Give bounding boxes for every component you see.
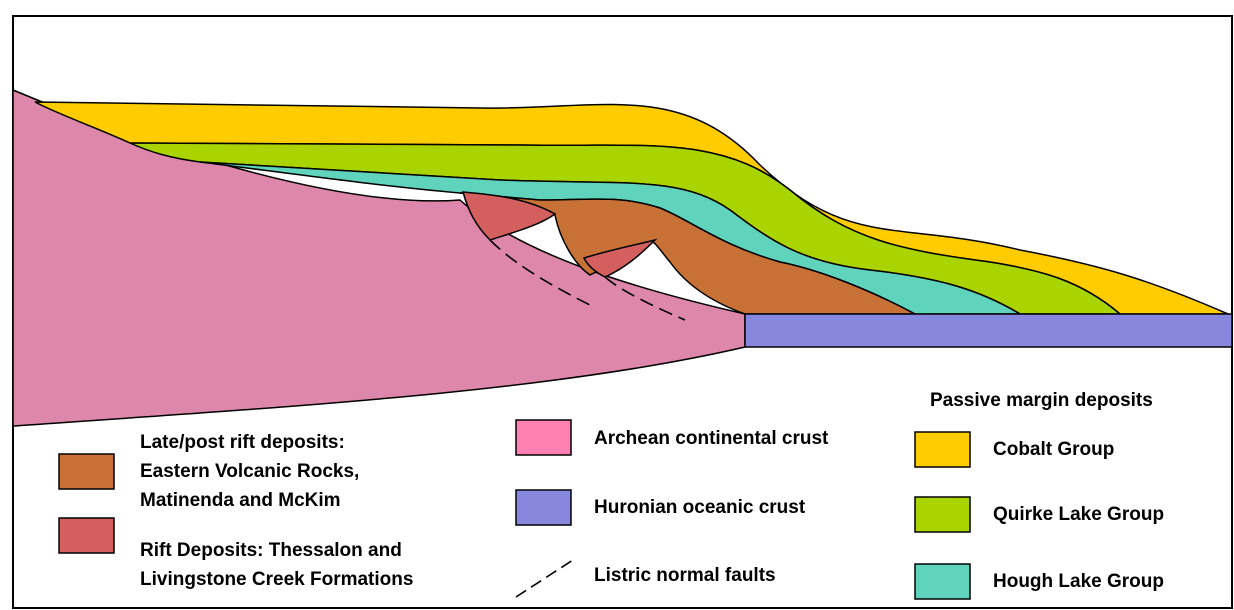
- passive-margin-heading: Passive margin deposits: [930, 386, 1153, 415]
- listric-faults-legend-label: Listric normal faults: [594, 561, 776, 590]
- huronian-crust-swatch: [516, 490, 571, 525]
- rift-deposits-legend-label: Rift Deposits: Thessalon and Livingstone…: [140, 536, 413, 594]
- quirke-legend-label: Quirke Lake Group: [993, 500, 1164, 529]
- late-rift-legend-label: Late/post rift deposits: Eastern Volcani…: [140, 428, 359, 515]
- archean-crust-legend-label: Archean continental crust: [594, 424, 828, 453]
- hough-swatch: [915, 564, 970, 599]
- quirke-swatch: [915, 497, 970, 532]
- huronian-crust-legend-label: Huronian oceanic crust: [594, 493, 805, 522]
- huronian-oceanic-crust: [745, 314, 1232, 347]
- rift-line-1: Rift Deposits: Thessalon and: [140, 536, 413, 565]
- archean-crust-swatch: [516, 420, 571, 455]
- late-rift-swatch: [59, 454, 114, 489]
- late-rift-line-1: Late/post rift deposits:: [140, 428, 359, 457]
- rift-deposits-swatch: [59, 518, 114, 553]
- listric-fault-legend-symbol: [516, 558, 576, 597]
- rift-line-2: Livingstone Creek Formations: [140, 565, 413, 594]
- cobalt-swatch: [915, 432, 970, 467]
- cobalt-legend-label: Cobalt Group: [993, 435, 1114, 464]
- late-rift-line-3: Matinenda and McKim: [140, 486, 359, 515]
- hough-legend-label: Hough Lake Group: [993, 567, 1164, 596]
- late-rift-line-2: Eastern Volcanic Rocks,: [140, 457, 359, 486]
